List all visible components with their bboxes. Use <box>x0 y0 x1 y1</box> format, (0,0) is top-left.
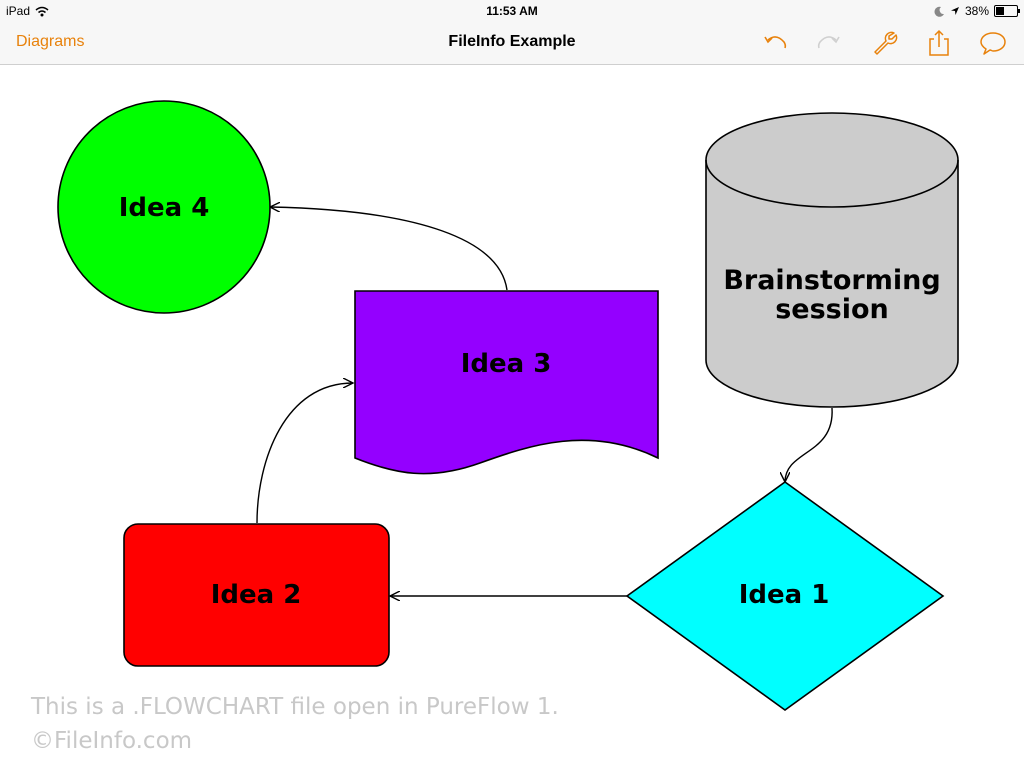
watermark-line1: This is a .FLOWCHART file open in PureFl… <box>31 694 559 720</box>
connector-idea3-to-idea4[interactable] <box>270 207 508 291</box>
wifi-icon <box>35 6 49 16</box>
idea1-label: Idea 1 <box>739 580 830 610</box>
battery-percent: 38% <box>964 4 989 18</box>
connector-brainstorm-to-idea1[interactable] <box>785 407 833 482</box>
device-name: iPad <box>6 4 31 18</box>
idea2-label: Idea 2 <box>211 580 302 610</box>
redo-icon[interactable] <box>814 28 844 58</box>
battery-fill <box>996 7 1004 15</box>
moon-icon <box>934 6 944 17</box>
diagrams-back-button[interactable]: Diagrams <box>16 33 85 50</box>
navigation-bar: Diagrams FileInfo Example <box>0 22 1024 65</box>
brainstorming-label-line2: session <box>775 294 889 325</box>
brainstorming-label-line1: Brainstorming <box>723 265 940 296</box>
idea3-shape[interactable]: Idea 3 <box>354 290 659 475</box>
flowchart-canvas[interactable]: Idea 4 Idea 3 Brainstorming session Idea… <box>0 65 1024 768</box>
status-bar: iPad 11:53 AM 38% <box>0 0 1024 22</box>
location-arrow-icon <box>950 7 959 15</box>
comment-icon[interactable] <box>978 28 1008 58</box>
battery-icon <box>994 5 1020 17</box>
status-time: 11:53 AM <box>486 4 538 18</box>
share-icon[interactable] <box>924 28 954 58</box>
wrench-icon[interactable] <box>870 28 900 58</box>
watermark-line2: ©FileInfo.com <box>31 728 193 754</box>
status-left: iPad <box>6 4 49 18</box>
idea2-shape[interactable]: Idea 2 <box>123 523 390 667</box>
idea1-shape[interactable]: Idea 1 <box>625 481 945 711</box>
idea4-shape[interactable]: Idea 4 <box>57 100 271 314</box>
idea4-label: Idea 4 <box>119 193 210 223</box>
connector-idea2-to-idea3[interactable] <box>256 383 353 524</box>
brainstorming-session-shape[interactable]: Brainstorming session <box>705 112 959 408</box>
status-right: 38% <box>934 4 1020 18</box>
undo-icon[interactable] <box>760 28 790 58</box>
document-title: FileInfo Example <box>448 33 576 50</box>
idea3-label: Idea 3 <box>461 349 552 379</box>
